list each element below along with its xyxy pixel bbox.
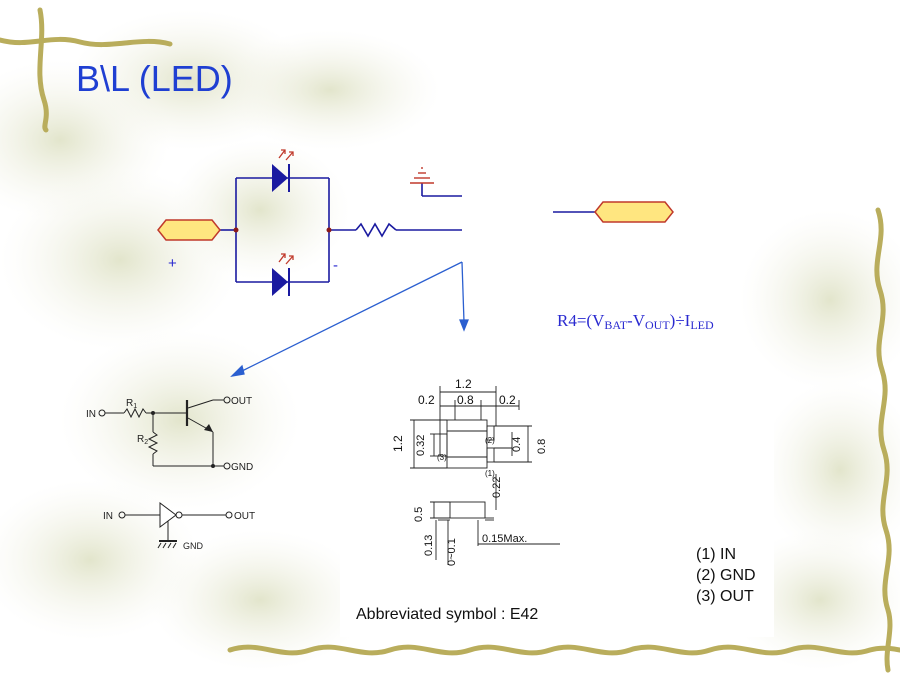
dim-022: 0.22 — [491, 477, 503, 498]
output-connector — [594, 201, 674, 223]
dim-height: 1.2 — [391, 435, 405, 452]
r2-label: R2 — [137, 434, 148, 446]
inverter-gnd-label: GND — [183, 541, 204, 551]
package-body-top — [446, 419, 488, 469]
minus-label: - — [333, 257, 338, 274]
pin-list-item: (3) OUT — [696, 588, 754, 605]
dim-mid: 0.8 — [457, 393, 474, 407]
abbreviated-symbol: Abbreviated symbol : E42 — [356, 606, 539, 623]
formula-sub-bat: BAT — [604, 318, 628, 332]
plus-label: + — [168, 255, 177, 272]
arrow-head-left — [230, 364, 245, 377]
gnd-label: GND — [231, 462, 253, 473]
ground-symbol — [410, 167, 434, 184]
foliage-background — [0, 10, 900, 670]
dim-013: 0.13 — [423, 535, 435, 556]
pin-3-pad — [439, 433, 448, 457]
in-label: IN — [86, 409, 96, 420]
pin-mark-3: (3) — [437, 453, 447, 462]
arrow-head-down — [459, 319, 469, 332]
pin-mark-1: (1) — [485, 469, 495, 478]
pin-list-item: (1) IN — [696, 546, 736, 563]
formula-sub-out: OUT — [645, 318, 670, 332]
pin-list: (1) IN (2) GND (3) OUT — [696, 544, 756, 607]
junction-dot-gnd — [211, 464, 215, 468]
transistor-collector — [187, 399, 214, 409]
out-terminal — [223, 396, 231, 404]
led-top — [272, 149, 294, 192]
dim-032: 0.32 — [415, 435, 427, 456]
inverter-in-label: IN — [103, 511, 113, 522]
junction-dot — [151, 411, 155, 415]
inverter-symbol — [118, 502, 233, 549]
junction-dot-left — [233, 227, 239, 233]
junction-dot-right — [326, 227, 332, 233]
pin-mark-2: (2) — [485, 436, 495, 445]
formula-prefix: R4=(V — [557, 311, 605, 330]
package-body-side — [449, 501, 486, 519]
emitter-arrow — [204, 424, 213, 432]
formula-suffix: )÷I — [669, 311, 691, 330]
resistor-r1 — [123, 407, 147, 419]
vine-decoration — [0, 7, 900, 673]
slide-title: B\L (LED) — [76, 58, 233, 99]
dim-04: 0.4 — [511, 437, 523, 452]
resistor-r4 — [355, 222, 397, 238]
dim-05: 0.5 — [413, 507, 425, 522]
package-panel — [340, 367, 774, 637]
arrow-to-package — [461, 261, 465, 323]
pin-2-pad — [486, 425, 495, 441]
arrow-to-schematic — [239, 261, 463, 373]
dim-08: 0.8 — [536, 439, 548, 454]
dim-015max: 0.15Max. — [482, 533, 527, 545]
pin-1-pad — [486, 447, 495, 463]
input-connector — [157, 219, 221, 241]
pin-list-item: (2) GND — [696, 567, 756, 584]
inverter-out-label: OUT — [234, 511, 255, 522]
dim-total-width: 1.2 — [455, 377, 472, 391]
dim-right: 0.2 — [499, 393, 516, 407]
dim-left: 0.2 — [418, 393, 435, 407]
dim-0-01: 0~0.1 — [446, 538, 458, 566]
formula-sub-led: LED — [690, 318, 714, 332]
out-label: OUT — [231, 396, 252, 407]
led-bottom — [272, 253, 294, 296]
resistor-formula: R4=(VBAT-VOUT)÷ILED — [557, 311, 714, 333]
resistor-r2 — [147, 431, 159, 455]
gnd-terminal — [223, 462, 231, 470]
r1-label: R1 — [126, 398, 137, 410]
formula-mid: -V — [627, 311, 645, 330]
